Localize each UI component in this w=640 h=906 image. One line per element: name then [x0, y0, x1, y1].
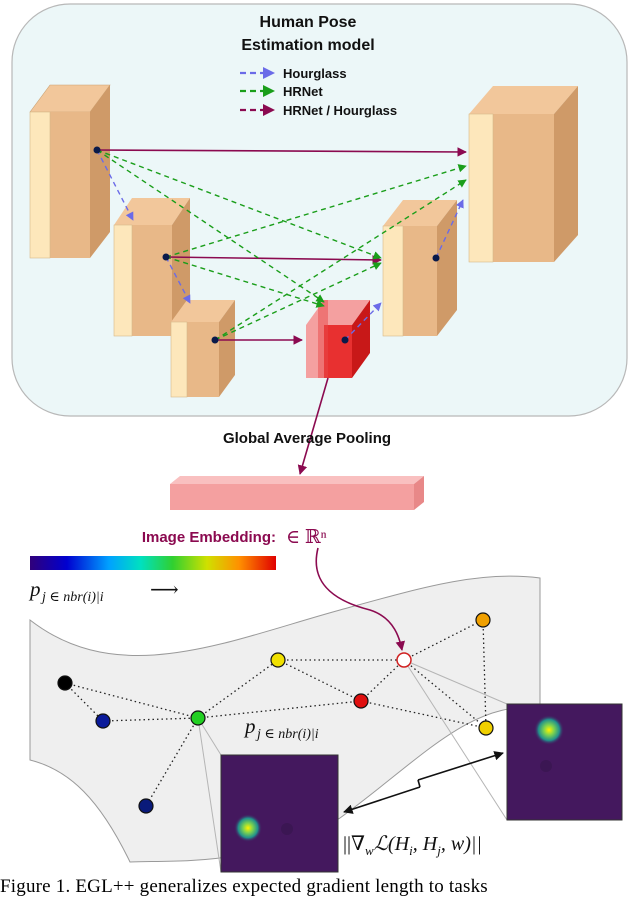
grad-hj-sub: j [435, 843, 441, 858]
colorbar-arrow: ⟶ [150, 579, 179, 601]
grad-loss: ℒ(H [374, 833, 411, 855]
edge-prob-label: p [243, 714, 256, 738]
figure-caption: Figure 1. EGL++ generalizes expected gra… [0, 876, 488, 897]
legend-hrnet-label: HRNet [283, 84, 323, 99]
colorbar-label: p [28, 577, 41, 601]
connection-arrows [93, 146, 467, 345]
bottleneck-block [306, 300, 370, 378]
block-enc-1 [29, 84, 111, 259]
pooling-label: Global Average Pooling [223, 430, 391, 447]
graph-node [478, 720, 494, 736]
heatmap-right [506, 703, 623, 821]
embedding-label: Image Embedding: [142, 529, 276, 546]
svg-text:||∇wℒ(Hi, Hj, w)||: ||∇wℒ(Hi, Hj, w)|| [343, 833, 482, 858]
grad-tail: , w)|| [441, 833, 482, 855]
colorbar-subscript: j ∈ nbr(i)|i [40, 590, 104, 605]
embedding-to-node-arrow [315, 547, 406, 651]
block-enc-3 [170, 300, 235, 398]
gradient-norm-label: ||∇wℒ(Hi, Hj, w)|| [343, 833, 482, 858]
figure-canvas: Human Pose Estimation model Hourglass HR… [11, 3, 628, 873]
graph-node [270, 652, 286, 668]
graph-node [138, 798, 154, 814]
pooling-arrow [297, 377, 329, 475]
grad-w-sub: w [365, 843, 374, 858]
manifold-surface [29, 575, 541, 863]
graph-node-center [190, 710, 206, 726]
block-dec-2 [468, 86, 578, 263]
model-title-line1: Human Pose [260, 14, 357, 31]
graph-node [475, 612, 491, 628]
graph-node [353, 693, 369, 709]
heatmap-left [220, 754, 339, 873]
block-dec-1 [382, 200, 457, 337]
grad-hi-sub: i [409, 843, 413, 858]
gradient-comparison-arrow [343, 751, 504, 814]
legend-both-arrowhead [263, 104, 275, 116]
graph-nodes [57, 612, 494, 814]
graph-node [57, 675, 73, 691]
block-enc-2 [113, 198, 190, 337]
legend: Hourglass HRNet HRNet / Hourglass [240, 66, 397, 118]
graph-edges [64, 619, 487, 807]
legend-hourglass-label: Hourglass [283, 66, 347, 81]
embedding-bar [170, 476, 424, 510]
legend-hrnet-arrowhead [263, 85, 275, 97]
colorbar [30, 556, 276, 570]
edge-prob-subscript: j ∈ nbr(i)|i [255, 727, 319, 742]
graph-node-query [396, 652, 412, 668]
grad-mid: , H [413, 833, 439, 855]
legend-hourglass-arrowhead [263, 67, 275, 79]
model-title-line2: Estimation model [241, 37, 374, 54]
graph-node [95, 713, 111, 729]
grad-open: ||∇ [343, 833, 365, 855]
heatmap-connectors [197, 659, 508, 873]
legend-both-label: HRNet / Hourglass [283, 103, 397, 118]
embedding-math: ∈ ℝⁿ [286, 527, 327, 548]
